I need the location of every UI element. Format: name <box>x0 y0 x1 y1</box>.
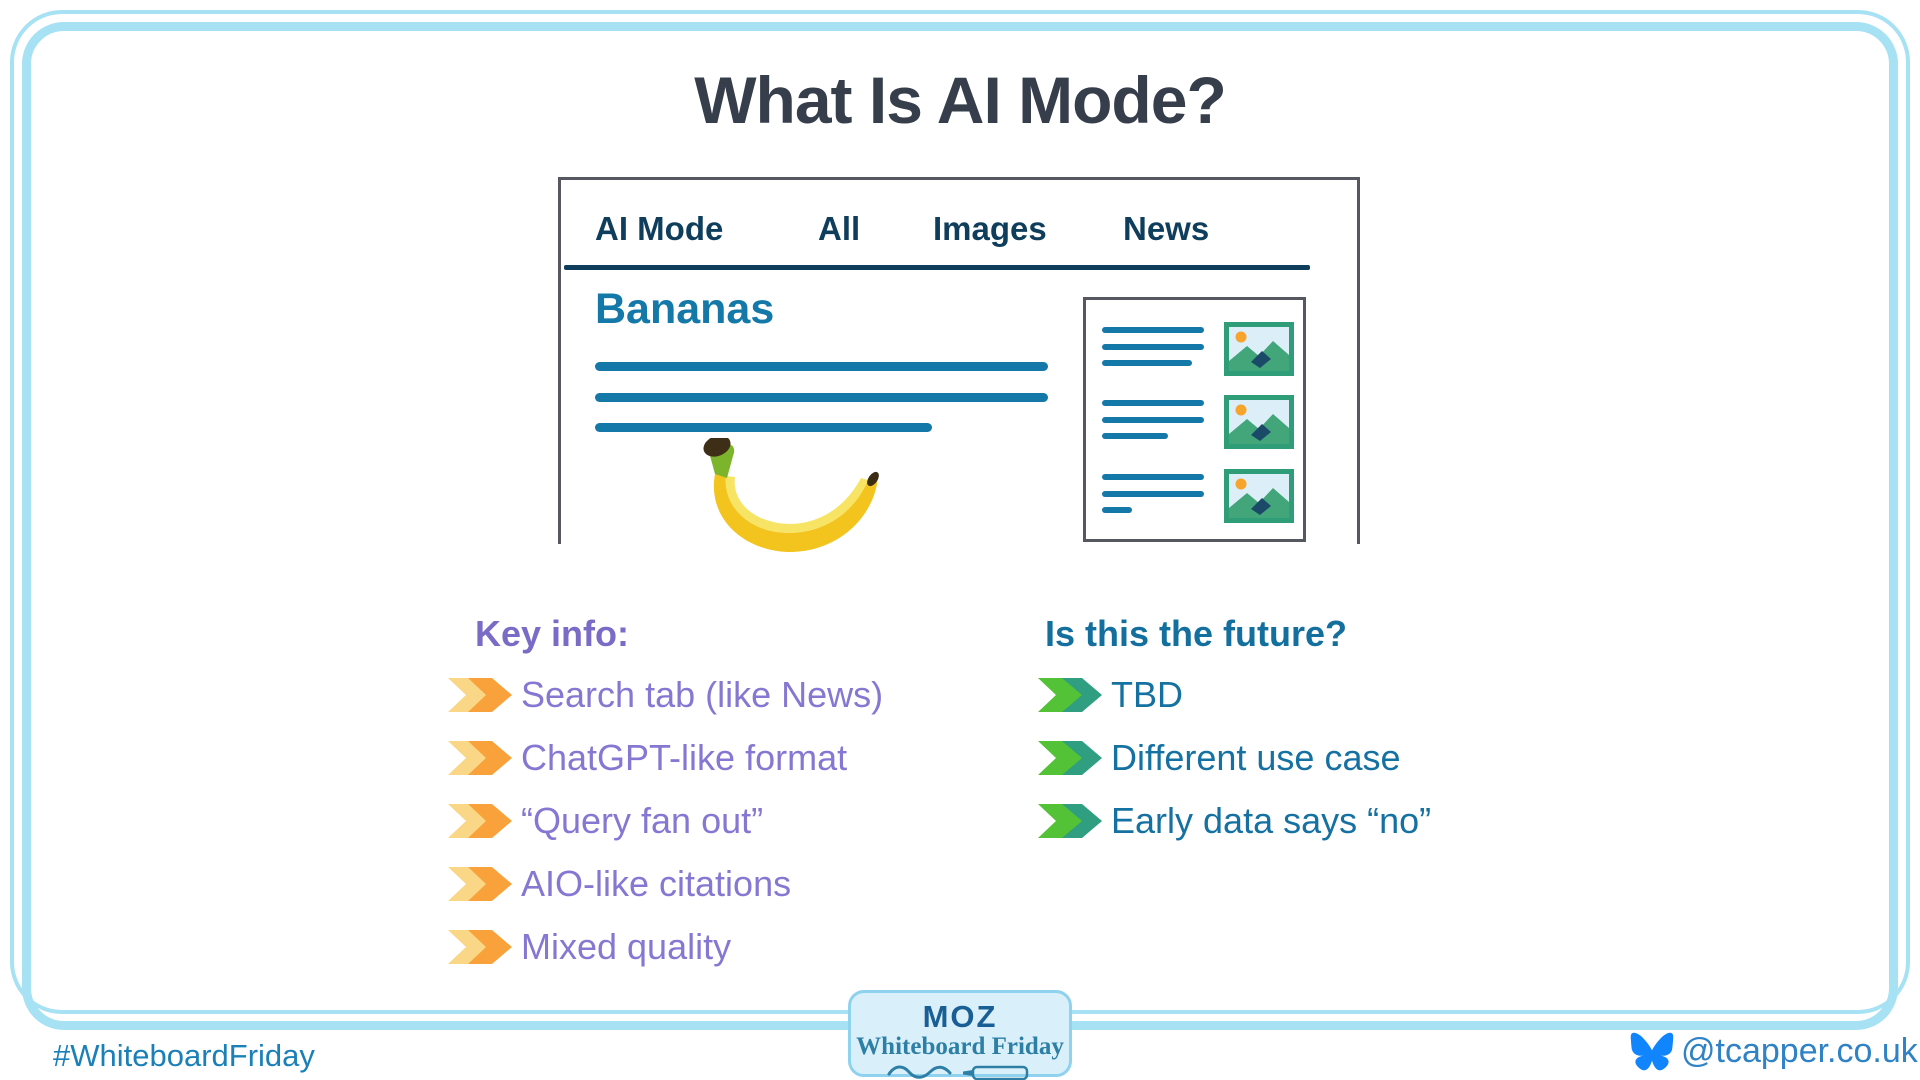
bluesky-butterfly-icon <box>1630 1032 1674 1071</box>
list-item: ChatGPT-like format <box>448 733 968 783</box>
chevron-arrow-icon <box>448 741 512 775</box>
key-info-section: Key info: Search tab (like News) ChatGPT… <box>448 612 968 985</box>
chevron-arrow-icon <box>448 930 512 964</box>
tab-news[interactable]: News <box>1123 210 1210 247</box>
chevron-arrow-icon <box>448 804 512 838</box>
moz-logo: MOZ <box>922 999 998 1034</box>
moz-whiteboard-friday-badge: MOZ Whiteboard Friday <box>848 990 1072 1080</box>
image-thumbnail-icon <box>1224 469 1294 523</box>
tab-images[interactable]: Images <box>933 210 1047 247</box>
list-item: Early data says “no” <box>1038 796 1558 846</box>
list-item: Mixed quality <box>448 922 968 972</box>
tab-underline <box>564 265 1310 270</box>
author-handle[interactable]: @tcapper.co.uk <box>1630 1032 1918 1071</box>
result-text-skeleton <box>1102 395 1208 449</box>
result-item <box>1102 322 1294 376</box>
list-item-label: Search tab (like News) <box>521 674 884 715</box>
results-panel <box>1083 297 1306 542</box>
author-handle-text: @tcapper.co.uk <box>1681 1032 1918 1070</box>
tab-ai-mode[interactable]: AI Mode <box>595 210 724 247</box>
future-section: Is this the future? TBD Different use ca… <box>1038 612 1558 859</box>
future-heading: Is this the future? <box>1045 613 1348 654</box>
result-text-skeleton <box>1102 469 1208 523</box>
list-item: TBD <box>1038 670 1558 720</box>
list-item: “Query fan out” <box>448 796 968 846</box>
image-thumbnail-icon <box>1224 395 1294 449</box>
image-thumbnail-icon <box>1224 322 1294 376</box>
text-line-skeleton <box>595 423 932 432</box>
list-item-label: ChatGPT-like format <box>521 737 848 778</box>
list-item: AIO-like citations <box>448 859 968 909</box>
whiteboard-friday-wordmark: Whiteboard Friday <box>856 1033 1064 1060</box>
tab-all[interactable]: All <box>818 210 861 247</box>
list-item-label: Different use case <box>1111 737 1401 778</box>
list-item: Different use case <box>1038 733 1558 783</box>
whiteboard-friday-hashtag: #WhiteboardFriday <box>53 1038 315 1073</box>
chevron-arrow-icon <box>1038 804 1102 838</box>
marker-scribble-icon <box>887 1065 1029 1080</box>
text-line-skeleton <box>595 393 1048 402</box>
search-query: Bananas <box>595 285 775 333</box>
chevron-arrow-icon <box>448 867 512 901</box>
list-item: Search tab (like News) <box>448 670 968 720</box>
chevron-arrow-icon <box>1038 741 1102 775</box>
future-list: TBD Different use case Early data says “… <box>1038 670 1558 846</box>
list-item-label: Early data says “no” <box>1111 800 1432 841</box>
result-item <box>1102 469 1294 523</box>
list-item-label: “Query fan out” <box>521 800 764 841</box>
key-info-heading: Key info: <box>475 613 630 654</box>
chevron-arrow-icon <box>1038 678 1102 712</box>
page-title: What Is AI Mode? <box>694 63 1227 137</box>
list-item-label: Mixed quality <box>521 926 732 967</box>
key-info-list: Search tab (like News) ChatGPT-like form… <box>448 670 968 972</box>
list-item-label: TBD <box>1111 674 1183 715</box>
chevron-arrow-icon <box>448 678 512 712</box>
banana-illustration <box>703 438 879 553</box>
search-results-mockup: AI Mode All Images News Bananas <box>558 177 1360 553</box>
text-line-skeleton <box>595 362 1048 371</box>
result-item <box>1102 395 1294 449</box>
result-text-skeleton <box>1102 322 1208 376</box>
list-item-label: AIO-like citations <box>521 863 792 904</box>
